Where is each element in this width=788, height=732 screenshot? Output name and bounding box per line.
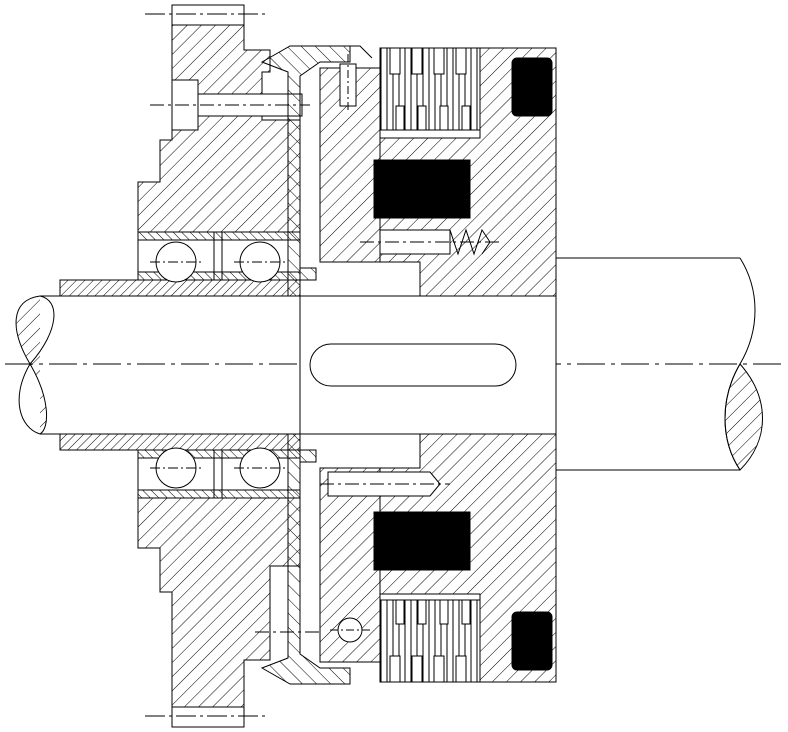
coil-winding-top [381, 167, 463, 211]
bearing-top [137, 231, 301, 283]
friction-disc-pack-top [379, 47, 481, 131]
friction-disc-pack-bottom [379, 599, 481, 683]
guide-pin-bottom [320, 471, 450, 497]
input-sleeve-bottom [59, 433, 301, 451]
armature-cup-bottom [260, 433, 351, 685]
input-gear-bottom [137, 497, 301, 728]
input-sleeve-top [59, 279, 301, 297]
output-shaft-break [724, 363, 763, 471]
input-shaft [15, 295, 300, 435]
ball-detent-bottom [330, 617, 372, 643]
bearing-bottom [137, 447, 301, 499]
output-shaft [556, 257, 763, 471]
keyway-slot [309, 343, 517, 387]
set-screw-top [339, 54, 357, 112]
input-gear-top [137, 4, 301, 233]
coil-winding-bottom [381, 519, 463, 563]
armature-cup-top [260, 45, 351, 297]
gear-tooth-bottom [171, 706, 245, 728]
gear-tooth-top [171, 4, 245, 26]
spring-pin-top [360, 228, 500, 256]
